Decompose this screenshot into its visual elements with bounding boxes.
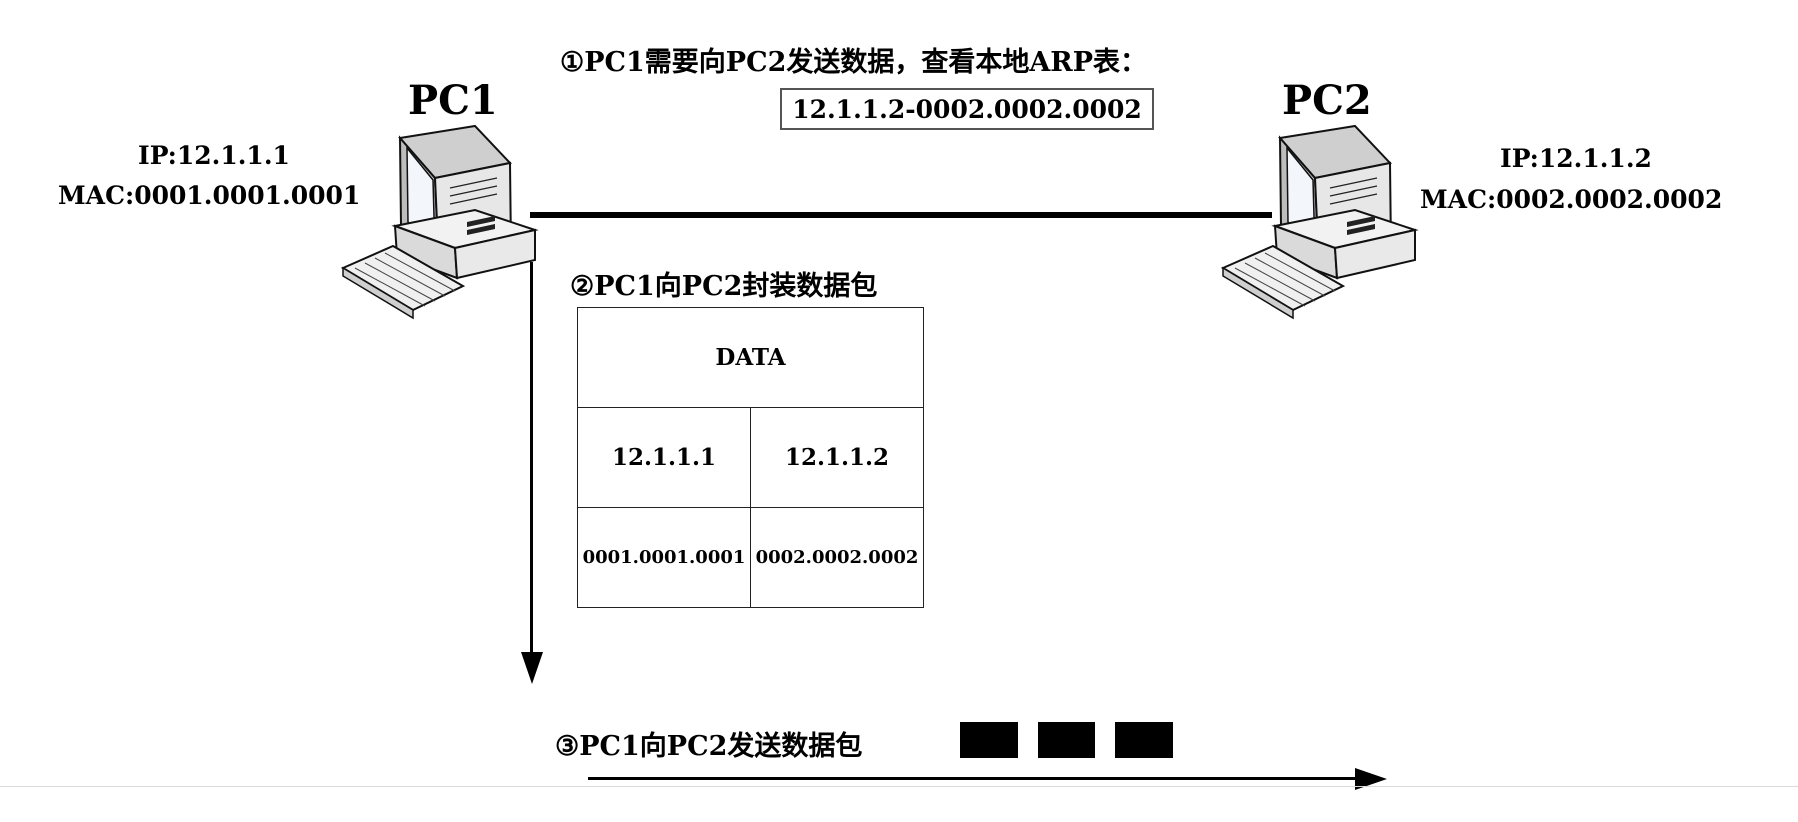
network-link: [530, 212, 1272, 218]
pc1-computer-icon: [340, 124, 539, 320]
packet-block-2: [1038, 722, 1095, 758]
down-arrow-head-icon: [521, 652, 543, 684]
packet-block-3: [1115, 722, 1173, 758]
pc2-computer-icon: [1220, 124, 1419, 320]
pc1-ip: IP:12.1.1.1: [138, 141, 290, 170]
pc2-label: PC2: [1282, 77, 1372, 124]
right-arrow-head-icon: [1355, 768, 1387, 790]
pc1-label: PC1: [408, 77, 498, 124]
pc2-ip: IP:12.1.1.2: [1500, 144, 1652, 173]
step1-text: ①PC1需要向PC2发送数据，查看本地ARP表：: [560, 47, 1148, 78]
packet-block-1: [960, 722, 1018, 758]
step3-text: ③PC1向PC2发送数据包: [555, 731, 863, 762]
packet-src-mac: 0001.0001.0001: [577, 507, 751, 608]
pc1-mac: MAC:0001.0001.0001: [58, 181, 361, 210]
packet-structure: DATA 12.1.1.1 12.1.1.2 0001.0001.0001 00…: [577, 307, 924, 608]
encapsulation-arrow-shaft: [530, 262, 533, 655]
send-arrow-shaft: [588, 777, 1358, 780]
packet-dst-ip: 12.1.1.2: [750, 407, 924, 508]
step2-text: ②PC1向PC2封装数据包: [570, 271, 878, 302]
pc2-mac: MAC:0002.0002.0002: [1420, 185, 1723, 214]
packet-data-cell: DATA: [577, 307, 924, 408]
bottom-divider: [0, 786, 1798, 787]
packet-src-ip: 12.1.1.1: [577, 407, 751, 508]
packet-dst-mac: 0002.0002.0002: [750, 507, 924, 608]
arp-table-entry: 12.1.1.2-0002.0002.0002: [780, 88, 1154, 130]
